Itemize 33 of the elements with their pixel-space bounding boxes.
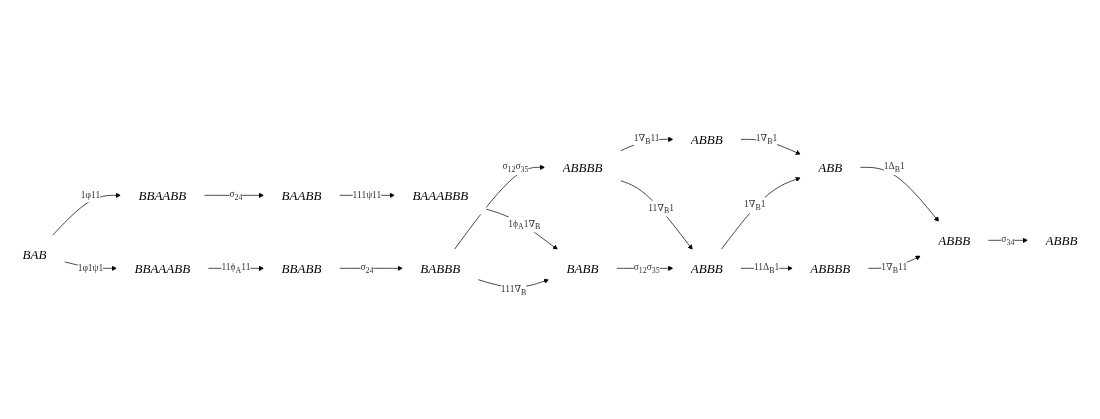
node-text: ABB (818, 159, 843, 175)
edge-label: 1Δ$_{B}$1 (883, 161, 905, 174)
node-text: ABBBB (562, 159, 603, 175)
edge-label: 1φ1ψ1 (77, 262, 104, 274)
edge-label: 111∇$_{B}$ (500, 283, 527, 297)
node-text: BBAAABB (134, 260, 191, 276)
edge-label: 11Δ$_{B}$1 (753, 262, 780, 275)
node-text: ABBB (938, 232, 971, 248)
edge-label: σ$_{12}$σ$_{35}$ (633, 262, 660, 275)
node-text: ABBBB (810, 260, 851, 276)
node-text: BAABB (281, 187, 322, 203)
edge-label: 11∇$_{B}$1 (648, 202, 674, 215)
edge-label: σ$_{24}$ (229, 189, 243, 202)
edge-label: 1ϕ$_{A}$1∇$_{B}$ (508, 218, 541, 231)
node-text: ABBB (690, 131, 723, 147)
edge-label: σ$_{24}$ (360, 262, 374, 275)
node-text: BAAABBB (412, 187, 469, 203)
edge-label: σ$_{12}$σ$_{35}$ (502, 161, 529, 174)
edge-label: 1∇$_{B}$11 (633, 133, 660, 146)
edge-label: 1∇$_{B}$1 (755, 133, 778, 146)
edge-label: σ$_{34}$ (1001, 234, 1015, 247)
edge-label: 1∇$_{B}$11 (881, 262, 908, 275)
edge-label: 11ϕ$_{A}$11 (221, 262, 251, 275)
edge-label: 1φ11 (80, 190, 101, 201)
node-text: BBABB (281, 260, 322, 276)
node-text: ABBB (690, 260, 723, 276)
node-text: ABBB (1045, 232, 1078, 248)
edge-label: 1∇$_{B}$1 (744, 199, 766, 212)
edge-label: 111ψ11 (352, 190, 382, 201)
node-text: BABBB (420, 260, 461, 276)
node-text: BBAABB (138, 187, 187, 203)
node-text: BAB (22, 246, 47, 262)
node-text: BABB (566, 260, 599, 276)
